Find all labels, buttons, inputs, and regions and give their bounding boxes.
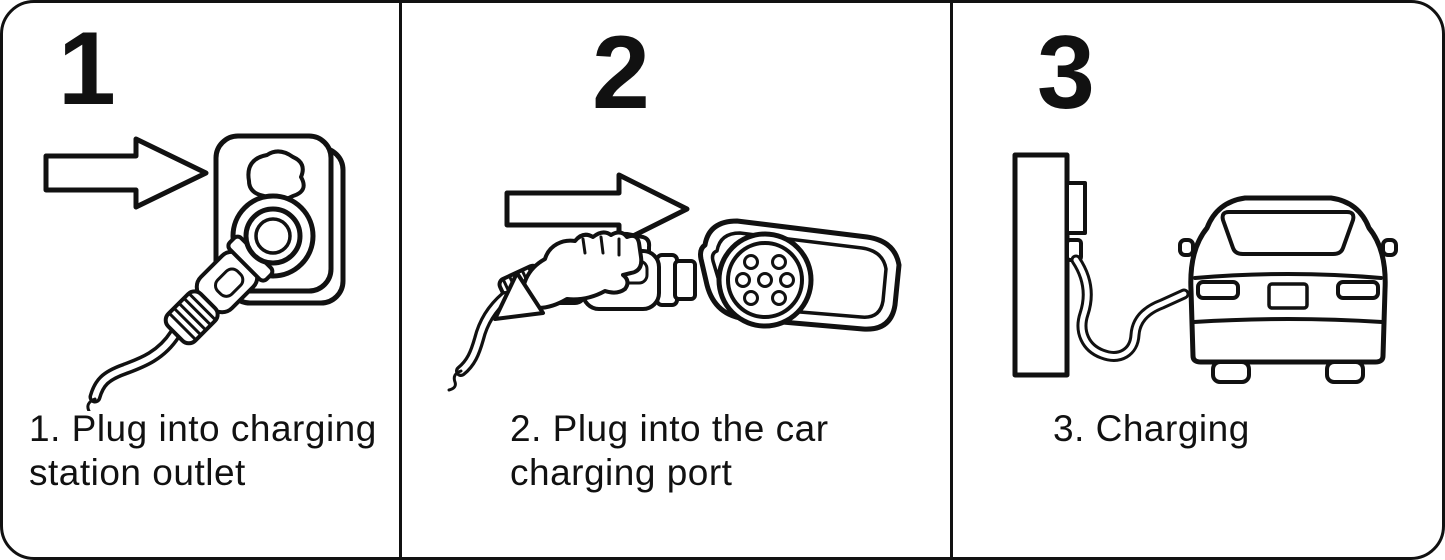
step-3-illustration [1012,152,1398,384]
taillight-right-icon [1336,280,1380,300]
license-plate-icon [1267,282,1309,310]
charging-plug-icon [163,206,303,346]
step-2-panel: 2 [402,3,953,557]
arrow-icon [43,136,209,210]
step-2-illustration [447,172,902,392]
mirror-left-icon [1178,238,1195,257]
cable-icon [447,291,511,392]
step-1-illustration [43,133,346,411]
taillight-left-icon [1196,280,1240,300]
step-3-panel: 3 [953,3,1442,557]
step-2-number: 2 [592,15,650,131]
cable-icon [86,327,182,411]
wheel-right-icon [1325,360,1365,384]
step-1-number: 1 [58,11,116,127]
charging-station-icon [1012,152,1087,378]
step-2-caption: 2. Plug into the car charging port [510,408,829,493]
car-rear-icon [1178,195,1398,384]
car-charging-port-icon [698,218,902,332]
mirror-right-icon [1381,238,1398,257]
sleeve-icon [493,271,545,321]
cable-icon [1070,254,1190,362]
wheel-left-icon [1211,360,1251,384]
step-1-caption: 1. Plug into charging station outlet [29,408,377,493]
rear-window-icon [1220,210,1356,256]
hand-icon [493,230,644,321]
arrow-icon [504,172,690,246]
step-3-caption: 3. Charging [1053,408,1250,449]
step-1-panel: 1 [3,3,402,557]
step-3-number: 3 [1037,15,1095,131]
